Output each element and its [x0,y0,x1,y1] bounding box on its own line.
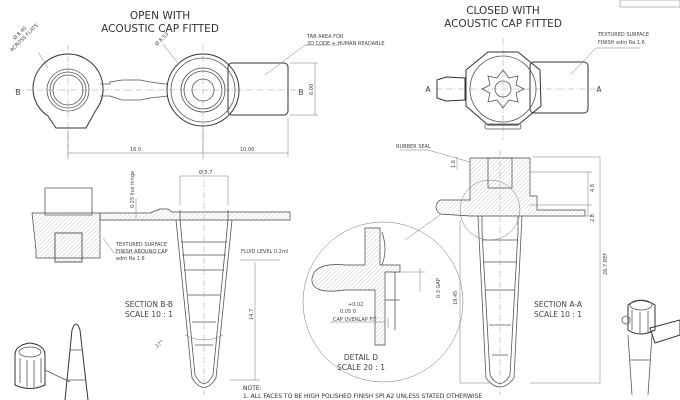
detail-scale: SCALE 20 : 1 [337,363,385,372]
aa-dim-cap: 4.8 [590,184,596,192]
detail-fit-note: CAP OVERLAP FIT [333,317,378,323]
closed-texture-note-2: FINISH edm Ra 1.6 [598,40,645,46]
detail-dim-gap: 0.3 GAP [436,278,442,298]
bb-texture-note-3: edm Ra 1.6 [116,256,145,262]
bb-dim-depth: 14.7 [249,309,255,320]
isometric-view-left [14,323,89,400]
section-marker-b-right: B [298,88,303,97]
note-heading: NOTE: [243,385,262,392]
section-marker-a-left: A [425,85,431,94]
dim-length: 16.0 [130,147,141,153]
bb-dim-angle: 17° [154,339,165,350]
aa-dim-seal: 1.6 [451,160,457,168]
closed-view-title-1: CLOSED WITH [466,5,540,17]
fluid-level-note: FLUID LEVEL 0.2ml [241,249,288,255]
bb-section-scale: SCALE 10 : 1 [125,310,173,319]
detail-tol-nominal: 0.05 0 [340,309,356,315]
bb-texture-note-1: TEXTURED SURFACE [115,242,167,248]
detail-d [302,214,464,383]
bb-section-title: SECTION B-B [125,300,173,309]
aa-dim-flange: 2.8 [590,214,596,222]
bb-dim-diameter: Ø 5.7 [199,169,212,176]
section-marker-b-left: B [15,88,20,97]
closed-texture-note-1: TEXTURED SURFACE [597,32,649,38]
section-aa [400,149,601,395]
aa-dim-overall: 26.7 REF [603,253,609,275]
dim-tab-length: 10.00 [240,147,254,153]
detail-tol-upper: +0.02 [348,302,363,308]
section-bb [31,170,291,395]
closed-view [425,38,640,140]
isometric-view-right [621,299,680,396]
bb-texture-note-2: FINISH AROUND CAP [116,249,168,255]
aa-section-title: SECTION A-A [534,300,583,309]
title-block [619,0,680,8]
tab-note-2: 2D CODE + HUMAN READABLE [307,41,385,47]
section-marker-a-right: A [596,85,602,94]
closed-view-title-2: ACOUSTIC CAP FITTED [444,18,562,30]
open-view [15,43,340,160]
rubber-seal-note: RUBBER SEAL [396,144,431,150]
tab-note-1: TAB AREA FOR [306,34,344,40]
detail-title: DETAIL D [344,353,378,362]
bb-dim-hinge: 0.25 live hinge [130,171,136,208]
note-line-1: 1. ALL FACES TO BE HIGH POLISHED FINISH … [243,393,482,400]
aa-section-scale: SCALE 10 : 1 [534,310,582,319]
open-view-title-1: OPEN WITH [130,10,190,22]
dim-tab-height: 6.00 [309,84,315,95]
open-view-title-2: ACOUSTIC CAP FITTED [101,23,219,35]
aa-dim-body: 19.45 [453,291,459,305]
